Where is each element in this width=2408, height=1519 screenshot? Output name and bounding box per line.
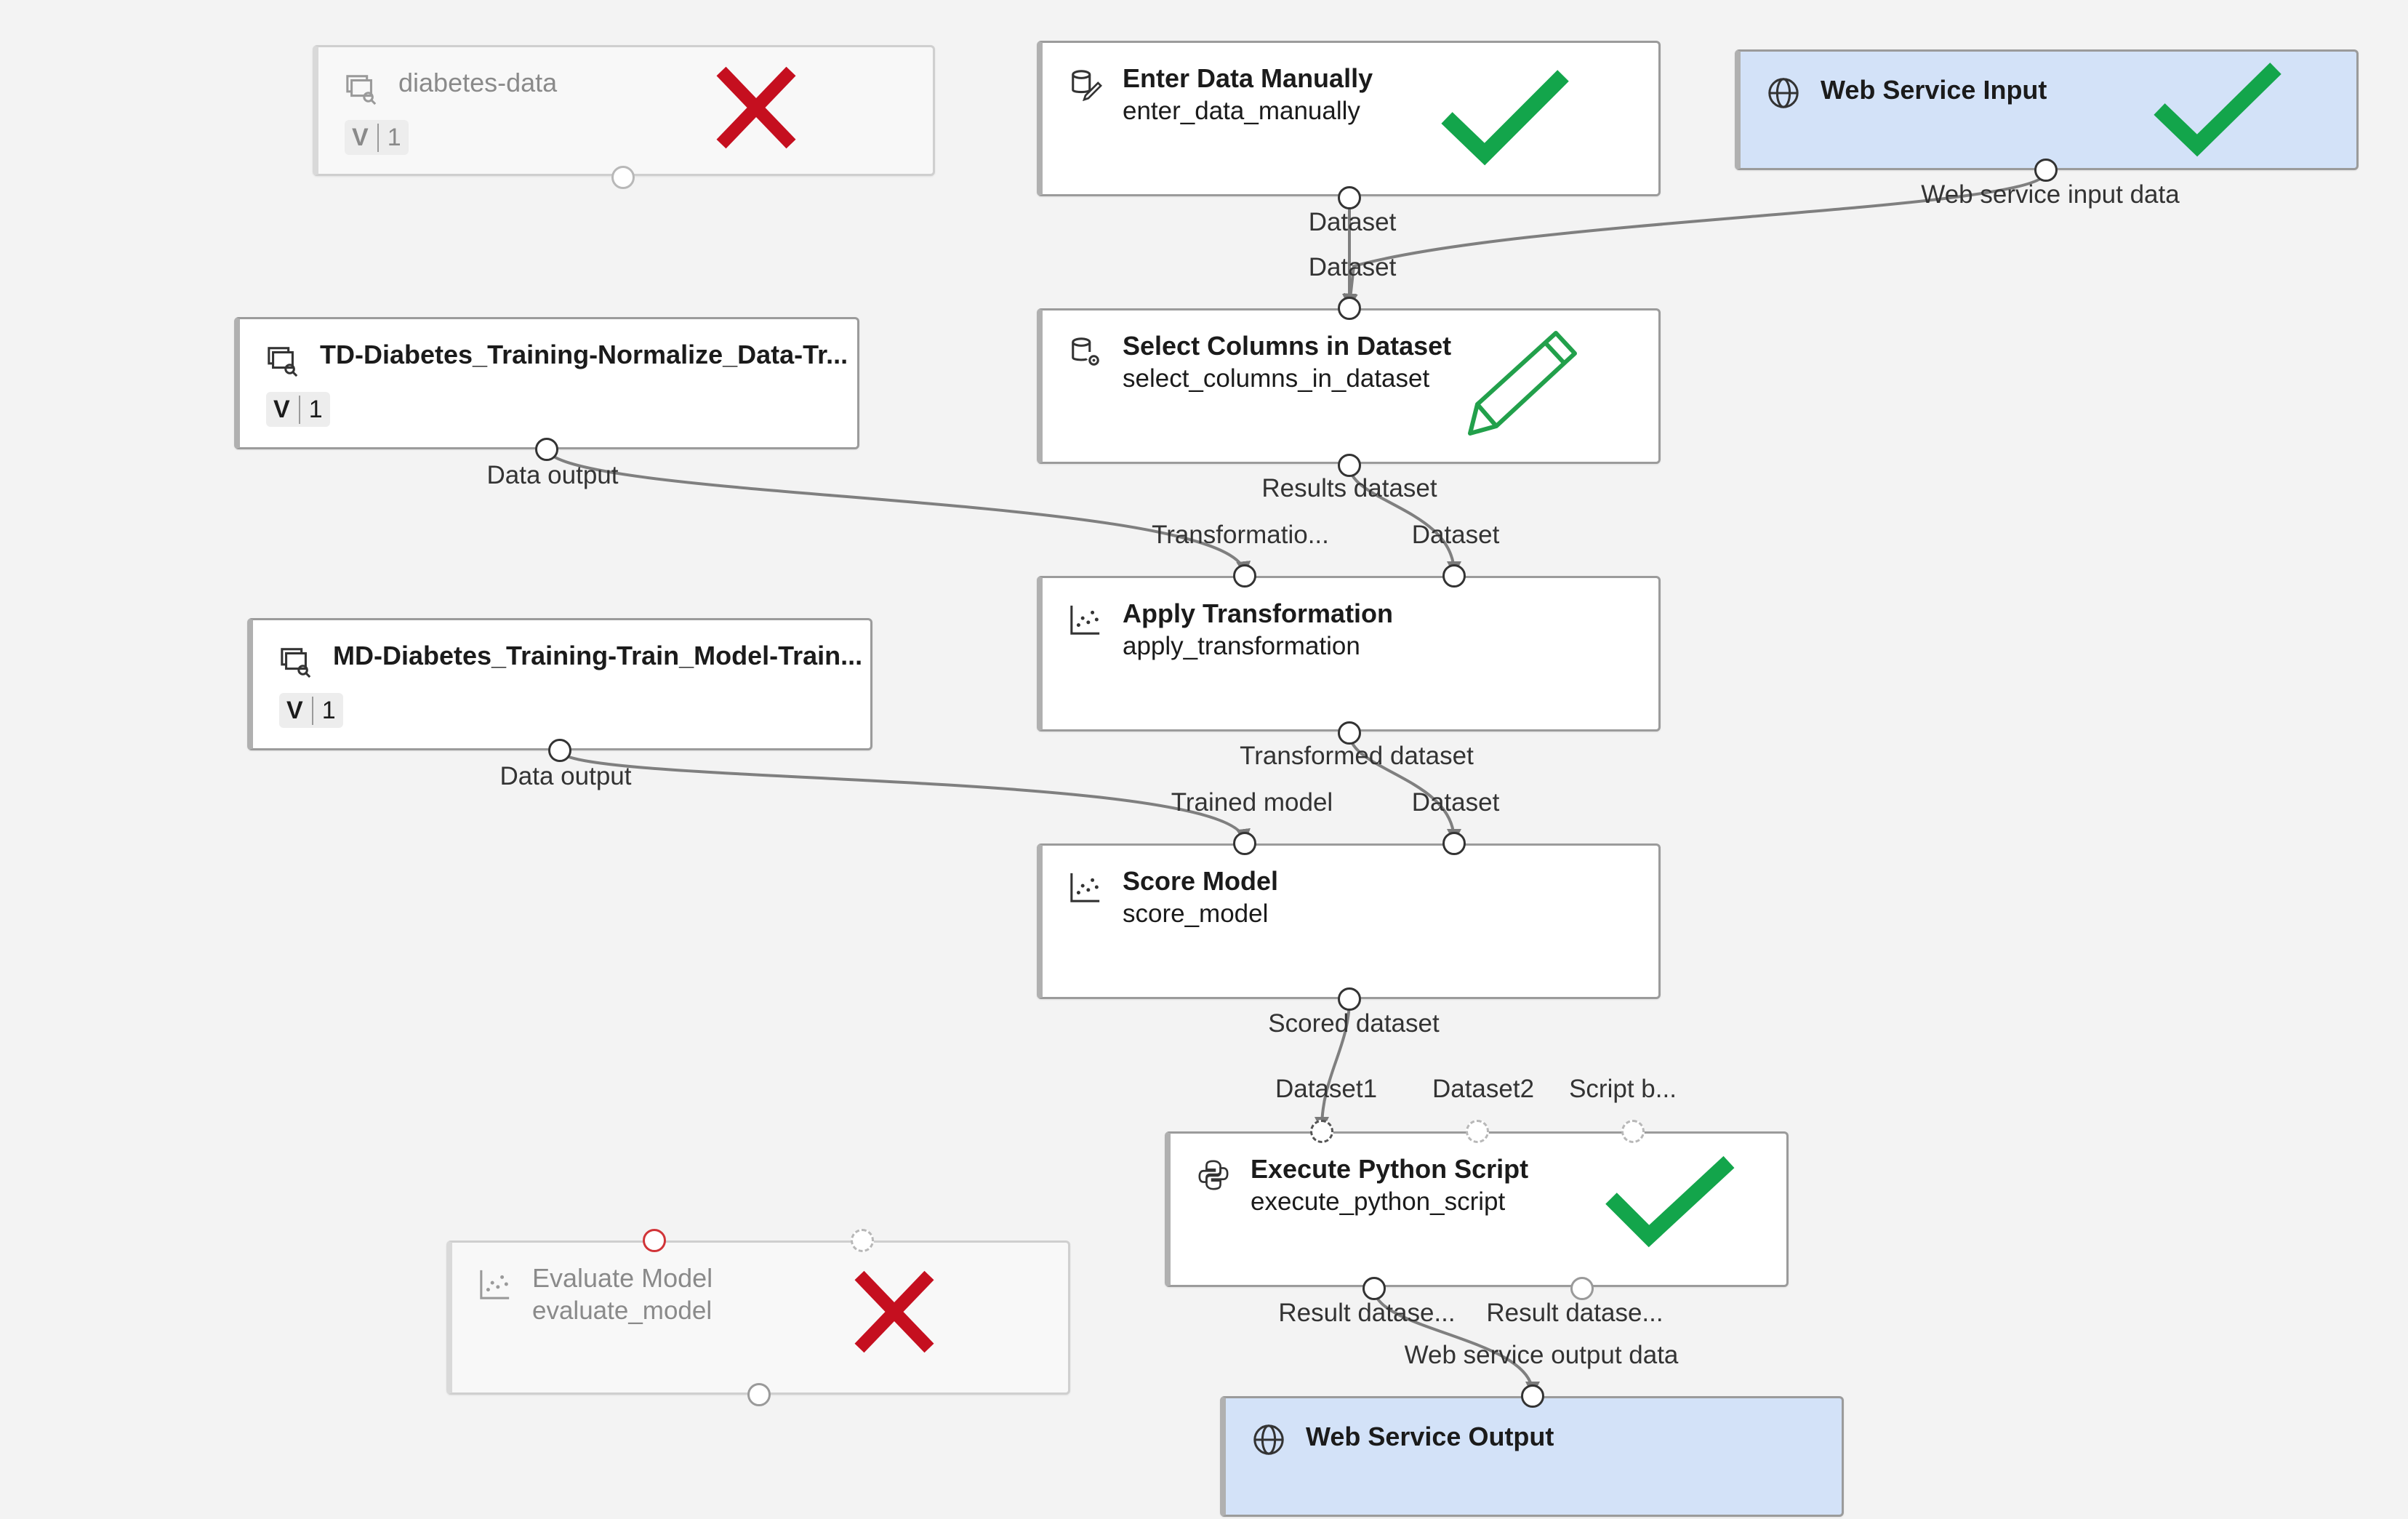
port-label: Dataset1 [1275,1075,1378,1103]
input-port-dataset2[interactable] [1466,1120,1489,1143]
module-enter-data-manually[interactable]: Enter Data Manually enter_data_manually [1037,41,1661,196]
module-execute-python-script[interactable]: Execute Python Script execute_python_scr… [1165,1131,1789,1287]
wire-md-to-score-model [558,750,1251,843]
scatter-icon [480,1270,510,1299]
input-port-transformation[interactable] [1233,564,1256,588]
input-port-script-bundle[interactable] [1621,1120,1645,1143]
port-label: Transformed dataset [1240,742,1474,770]
module-title: Web Service Output [1306,1422,1554,1451]
module-web-service-output[interactable]: Web Service Output [1220,1396,1844,1517]
dataset-icon [346,75,377,105]
module-title: Apply Transformation [1123,598,1394,628]
output-port-web-input[interactable] [2034,159,2058,182]
green-check-icon [2154,63,2281,157]
port-label: Scored dataset [1268,1009,1440,1038]
port-label: Dataset [1411,521,1500,549]
port-label: Dataset [1308,253,1397,281]
module-subtitle: enter_data_manually [1123,97,1360,125]
module-title: Web Service Input [1821,75,2047,105]
output-port-data[interactable] [548,739,571,762]
output-port-result2[interactable] [1570,1277,1594,1300]
globe-icon [1253,1424,1284,1455]
dataset-icon [268,347,298,377]
green-pencil-icon [1468,331,1577,436]
python-icon [1198,1160,1229,1190]
module-title: Evaluate Model [532,1263,713,1293]
port-label: Dataset [1411,788,1500,817]
version-number: 1 [321,696,336,724]
port-label: Result datase... [1486,1299,1663,1327]
module-subtitle: execute_python_script [1251,1187,1506,1216]
version-number: 1 [387,123,401,151]
output-port-scored[interactable] [1338,987,1361,1011]
module-evaluate-model[interactable]: Evaluate Model evaluate_model [446,1241,1070,1395]
scatter-icon [1070,605,1100,635]
module-apply-transformation[interactable]: Apply Transformation apply_transformatio… [1037,576,1661,732]
wire-td-to-apply-transform [545,449,1251,576]
input-port-dataset1[interactable] [1310,1120,1333,1143]
module-subtitle: score_model [1123,899,1269,928]
red-cross-icon [854,1270,934,1353]
port-label: Data output [486,461,619,489]
module-title: MD-Diabetes_Training-Train_Model-Train..… [333,641,863,670]
port-label: Web service input data [1921,180,2180,209]
module-md-train-model[interactable]: MD-Diabetes_Training-Train_Model-Train..… [247,618,872,750]
port-label: Dataset [1308,208,1397,236]
port-label: Results dataset [1261,474,1437,502]
port-label: Script b... [1569,1075,1677,1103]
input-port-dataset[interactable] [1338,297,1361,320]
green-check-icon [1605,1155,1735,1248]
data-entry-icon [1072,70,1102,101]
input-port-dataset[interactable] [1442,564,1466,588]
module-title: TD-Diabetes_Training-Normalize_Data-Tr..… [320,340,848,369]
port-label: Web service output data [1404,1341,1679,1369]
module-subtitle: apply_transformation [1123,632,1360,660]
input-port-dataset[interactable] [1442,832,1466,855]
module-subtitle: select_columns_in_dataset [1123,364,1430,393]
green-check-icon [1441,70,1569,166]
output-port-dataset[interactable] [1338,186,1361,209]
output-port-results[interactable] [1338,454,1361,477]
version-key: V [273,395,300,424]
version-key: V [286,696,313,725]
scatter-icon [1070,873,1100,902]
module-title: Score Model [1123,866,1279,896]
globe-icon [1768,78,1799,108]
output-port-transformed[interactable] [1338,721,1361,745]
module-title: Execute Python Script [1251,1154,1529,1184]
port-label: Dataset2 [1432,1075,1535,1103]
module-subtitle: evaluate_model [532,1296,713,1325]
port-label: Transformatio... [1152,521,1329,549]
module-title: Enter Data Manually [1123,63,1373,93]
output-port[interactable] [747,1383,771,1406]
version-number: 1 [308,395,323,423]
module-title: Select Columns in Dataset [1123,331,1452,361]
input-port-required[interactable] [643,1229,666,1252]
dataset-icon [281,648,311,678]
input-port-trained-model[interactable] [1233,832,1256,855]
module-score-model[interactable]: Score Model score_model [1037,843,1661,999]
data-transform-icon [1072,337,1099,366]
output-port[interactable] [611,166,635,189]
output-port-data[interactable] [535,438,558,461]
red-cross-icon [716,66,796,149]
input-port-optional[interactable] [851,1229,874,1252]
module-title: diabetes-data [398,68,558,97]
module-td-normalize-data[interactable]: TD-Diabetes_Training-Normalize_Data-Tr..… [234,317,859,449]
port-label: Data output [499,762,632,790]
version-key: V [352,123,379,152]
port-label: Trained model [1171,788,1333,817]
input-port-web-output[interactable] [1521,1384,1544,1408]
output-port-result1[interactable] [1362,1277,1386,1300]
port-label: Result datase... [1278,1299,1456,1327]
